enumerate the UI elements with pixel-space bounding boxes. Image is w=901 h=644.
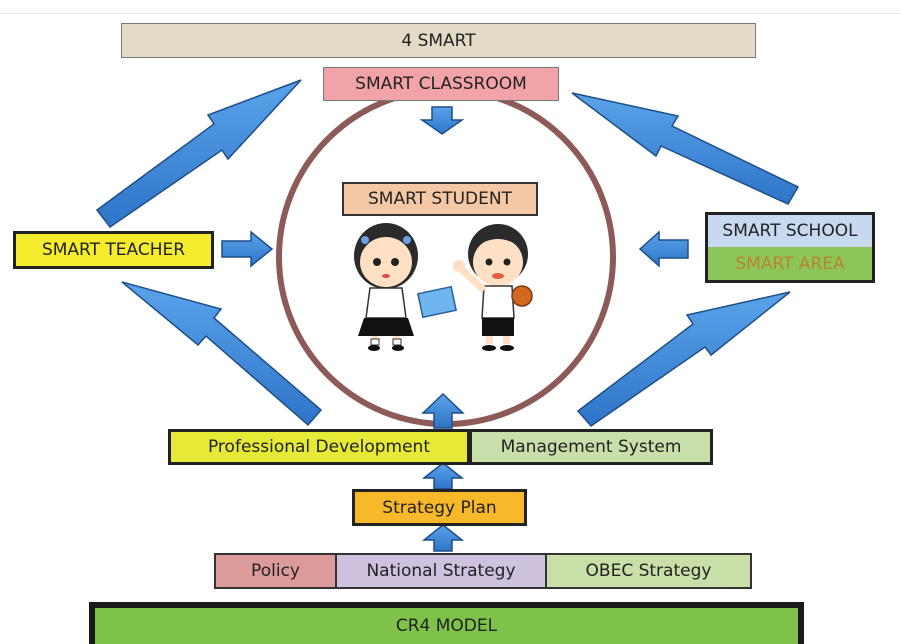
national-strategy-box: National Strategy [335,553,547,589]
title-box: 4 SMART [121,23,756,58]
smart-classroom-label: SMART CLASSROOM [355,74,527,94]
arrow-classroom-to-student [419,106,465,135]
strategy-plan-box: Strategy Plan [352,489,527,526]
smart-teacher-box: SMART TEACHER [13,231,214,269]
smart-classroom-box: SMART CLASSROOM [323,67,559,101]
student-circle [276,87,616,427]
smart-student-box: SMART STUDENT [342,182,538,216]
arrow-school-to-student [638,230,689,268]
arrow-area-to-classroom [571,92,800,205]
obec-strategy-label: OBEC Strategy [585,561,712,581]
professional-development-box: Professional Development [168,429,470,465]
management-system-label: Management System [500,437,682,457]
arrow-teacher-to-classroom [95,79,302,229]
arrow-pd-to-student [421,392,465,429]
girl-student-image [354,223,458,351]
professional-development-label: Professional Development [207,437,430,457]
smart-teacher-label: SMART TEACHER [41,240,186,260]
smart-school-box: SMART SCHOOL [705,212,875,248]
smart-area-label: SMART AREA [735,253,845,274]
policy-label: Policy [251,561,300,581]
arrows [221,106,689,552]
arrow-strategy-to-pd [421,462,465,490]
arrow-teacher-to-student [221,230,274,268]
cr4-model-label: CR4 MODEL [395,616,498,636]
student-illustration [354,223,533,351]
management-system-box: Management System [469,429,713,465]
strategy-plan-label: Strategy Plan [382,497,497,518]
title-label: 4 SMART [401,30,476,51]
boy-student-image [453,224,533,351]
obec-strategy-box: OBEC Strategy [545,553,752,589]
smart-area-box: SMART AREA [705,247,875,283]
top-divider [0,13,901,14]
arrow-policy-to-strategy [421,524,465,552]
cr4-model-box: CR4 MODEL [89,602,804,644]
policy-box: Policy [214,553,337,589]
smart-school-label: SMART SCHOOL [722,221,858,241]
national-strategy-label: National Strategy [366,561,516,581]
smart-student-label: SMART STUDENT [367,189,512,209]
diagonal-arrows [95,79,800,427]
arrow-pd-to-teacher [121,281,323,427]
arrow-ms-to-area [576,291,791,427]
